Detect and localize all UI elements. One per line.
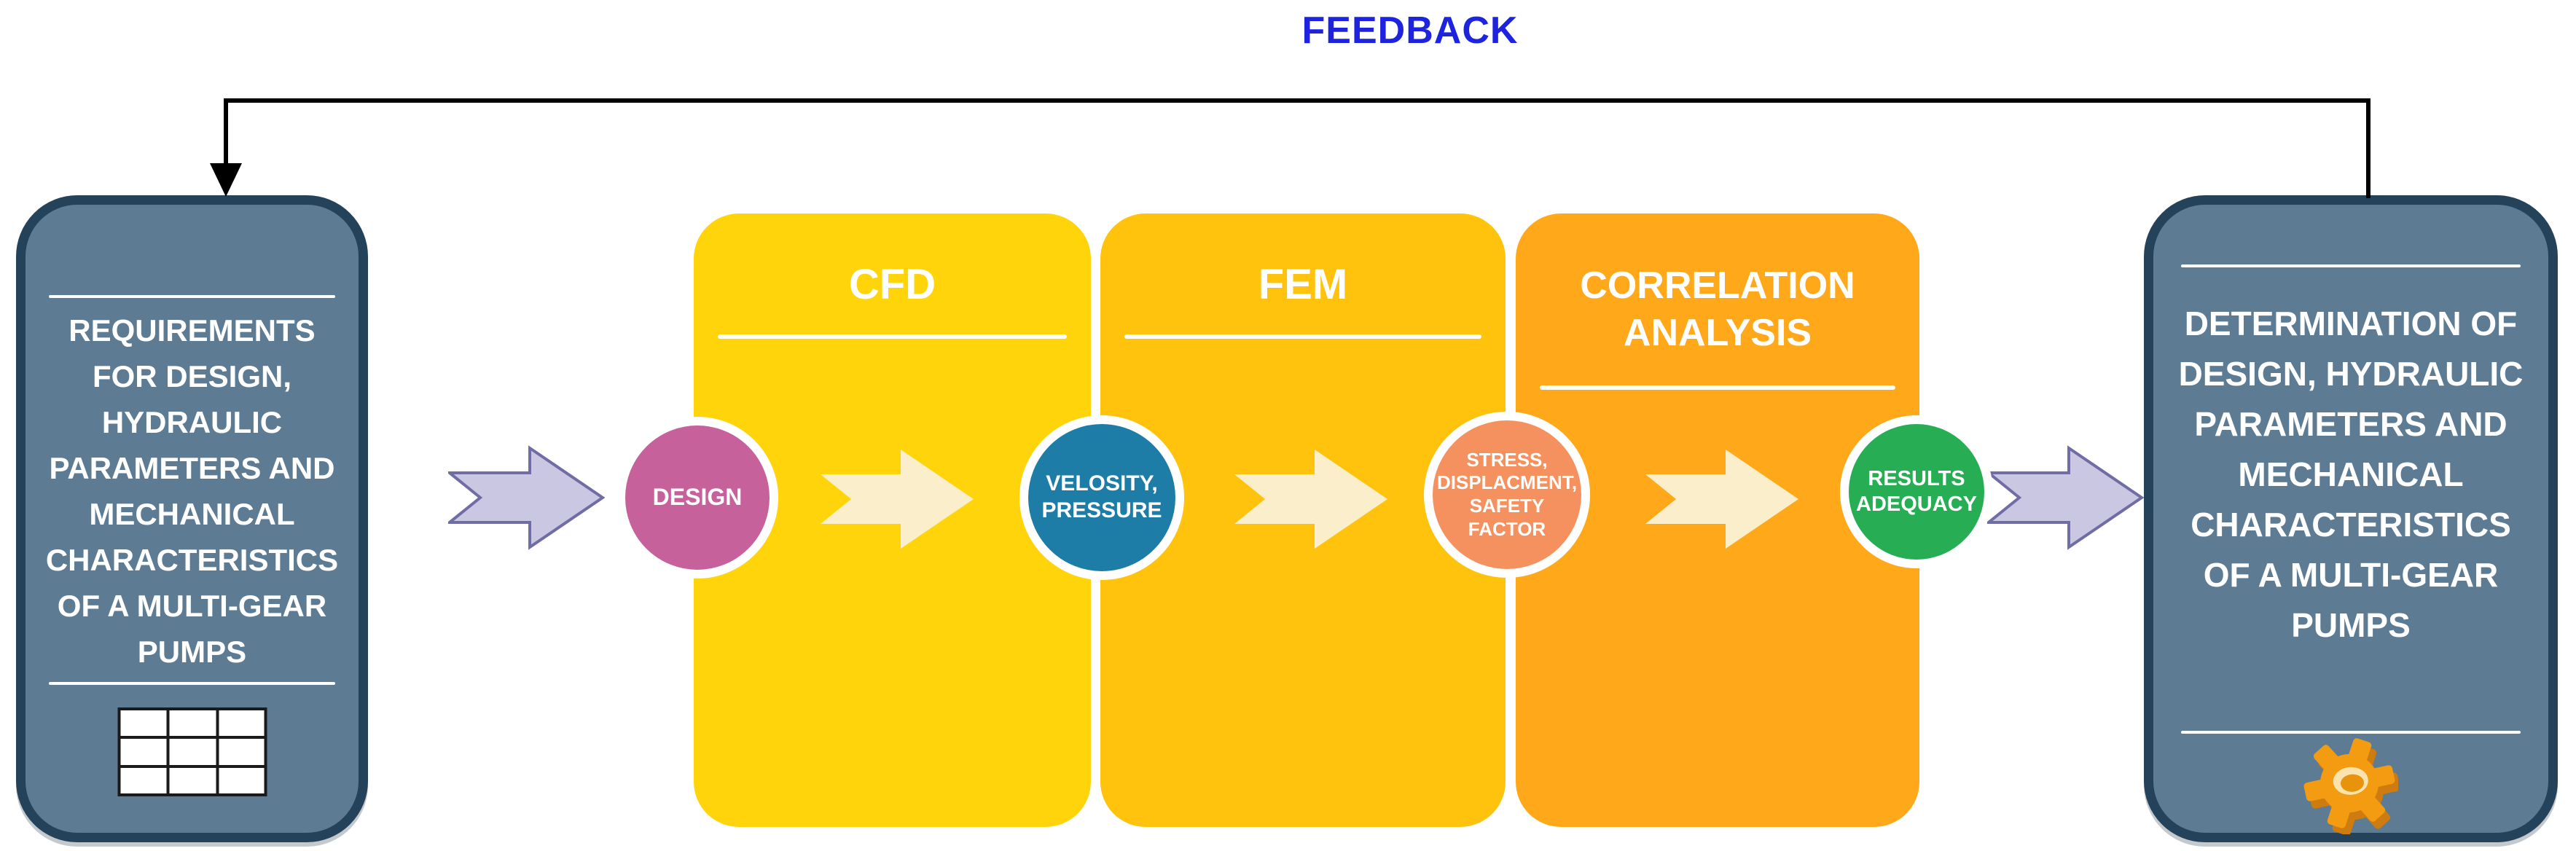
gear-icon [2303,738,2400,838]
node-velocity-pressure: VELOSITY, PRESSURE [1019,415,1184,580]
feedback-label: FEEDBACK [1301,9,1519,52]
separator-line [2180,731,2521,734]
flow-arrow-icon [1645,450,1798,549]
separator-line [48,295,335,298]
stage-title-cfd: CFD [848,260,936,308]
node-stress-displacement-safety-factor: STRESS, DISPLACMENT, SAFETY FACTOR [1424,412,1590,578]
separator-line [2180,264,2521,267]
feedback-arrowhead-icon [210,163,242,197]
flow-arrow-icon [821,450,974,549]
separator-line [48,682,335,685]
flow-arrow-icon [448,445,605,550]
table-icon [117,707,267,800]
node-design: DESIGN [616,417,778,579]
stage-underline [1124,334,1481,339]
requirements-title: REQUIREMENTS FOR DESIGN, HYDRAULIC PARAM… [45,313,339,669]
flow-arrow-icon [1234,450,1387,549]
stage-title-correlation-analysis: CORRELATION ANALYSIS [1580,264,1855,354]
requirements-box: REQUIREMENTS FOR DESIGN, HYDRAULIC PARAM… [16,195,368,842]
feedback-path [224,98,2371,198]
stage-underline [1540,385,1895,390]
determination-title: DETERMINATION OF DESIGN, HYDRAULIC PARAM… [2178,304,2524,644]
determination-box: DETERMINATION OF DESIGN, HYDRAULIC PARAM… [2144,195,2558,842]
stage-underline [717,334,1068,339]
stage-title-fem: FEM [1258,260,1348,308]
node-results-adequacy: RESULTS ADEQUACY [1840,415,1993,568]
flow-arrow-icon [1987,445,2144,550]
